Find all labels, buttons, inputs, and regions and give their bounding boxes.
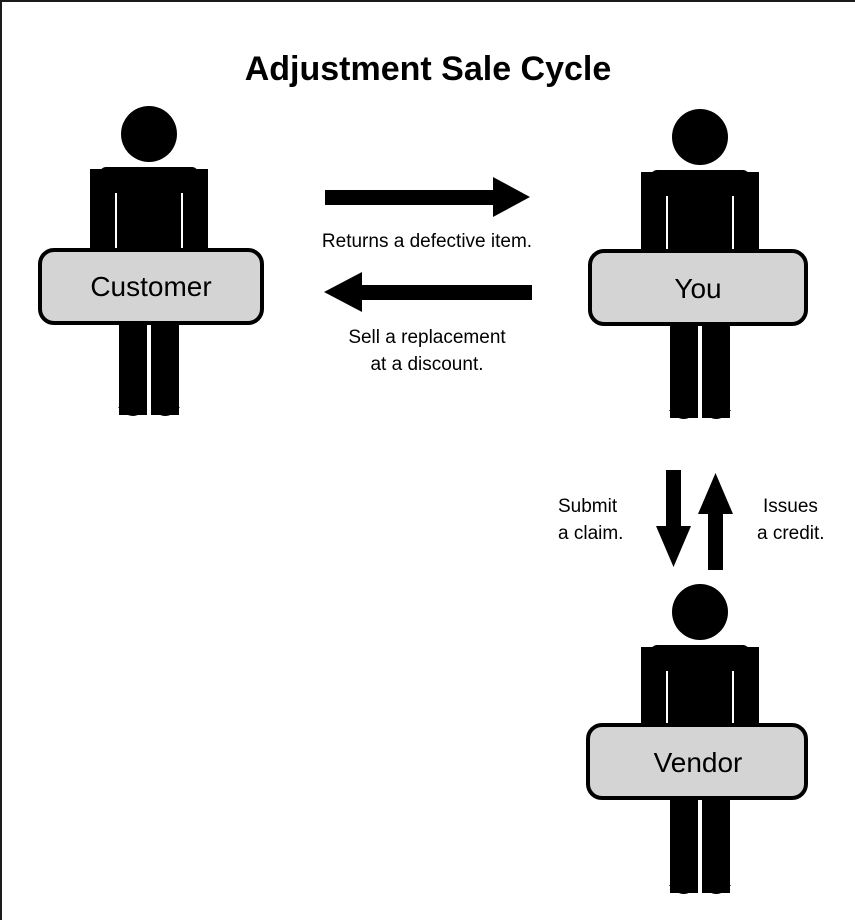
- you-sign: [588, 249, 808, 326]
- sell-replacement-label-line1: Sell a replacement: [348, 327, 506, 348]
- submit-claim-label-line2: a claim.: [558, 523, 623, 544]
- sell-replacement-label-line2: at a discount.: [370, 354, 483, 375]
- issues-credit-label-line2: a credit.: [757, 523, 825, 544]
- submit-claim-label-line1: Submit: [558, 496, 618, 517]
- you-figure: You: [588, 108, 808, 420]
- issues-credit-label-line1: Issues: [763, 496, 818, 517]
- customer-sign: [38, 248, 264, 325]
- diagram-title: Adjustment Sale Cycle: [245, 50, 612, 88]
- arrow-up-icon: [698, 473, 733, 570]
- returns-defective-item-label: Returns a defective item.: [322, 231, 532, 252]
- customer-label: Customer: [90, 271, 211, 302]
- you-label: You: [674, 273, 721, 304]
- arrow-down-icon: [656, 470, 691, 567]
- vendor-sign: [586, 723, 808, 800]
- arrow-right-icon: [325, 177, 530, 217]
- vendor-label: Vendor: [654, 747, 743, 778]
- customer-figure: Customer: [38, 105, 264, 417]
- vendor-figure: Vendor: [586, 583, 808, 895]
- arrow-left-icon: [324, 272, 532, 312]
